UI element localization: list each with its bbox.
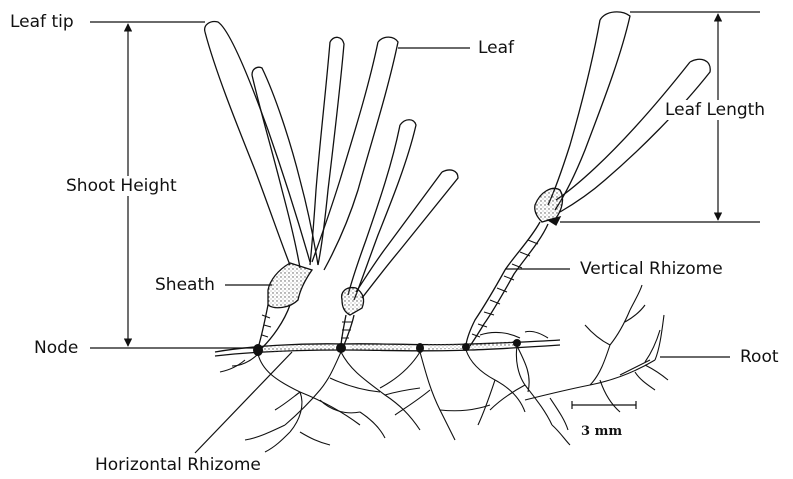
annotation-lines [90,12,760,453]
leaf-length-label: Leaf Length [665,100,765,120]
root-label: Root [740,347,779,367]
horizontal-rhizome-label: Horizontal Rhizome [95,455,261,475]
node-label: Node [34,338,78,358]
sheath [268,263,312,308]
left-shoot [205,22,398,348]
leaf-tip-label: Leaf tip [10,12,74,32]
horizontal-rhizome-leader [195,352,292,453]
scale-bar-label: 3 mm [581,424,622,439]
right-shoot [466,12,710,346]
root-branching [525,285,668,430]
sheath-label: Sheath [155,275,215,295]
shoot-height-label: Shoot Height [66,176,177,196]
leaf-label: Leaf [478,38,514,58]
vertical-rhizome-label: Vertical Rhizome [580,259,723,279]
middle-shoot [341,120,458,345]
